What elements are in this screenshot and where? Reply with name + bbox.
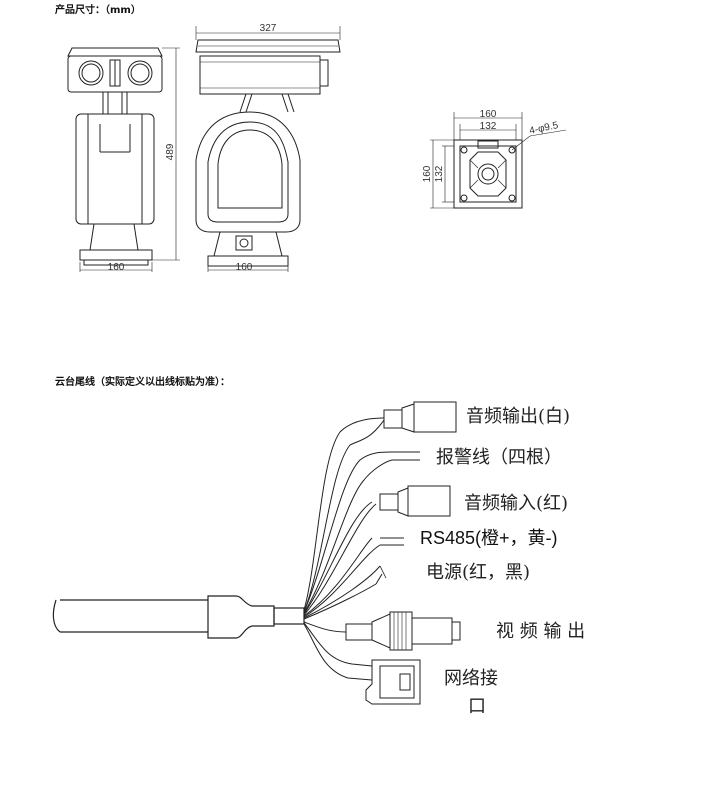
dim-side-width: 327 xyxy=(260,23,277,34)
dim-side-base: 160 xyxy=(236,262,253,273)
label-video-out: 视 频 输 出 xyxy=(496,621,585,642)
dim-top-inner: 132 xyxy=(480,121,497,132)
dim-hole-callout: 4-φ9.5 xyxy=(528,120,559,137)
base-top-view: 160 132 160 132 4-φ9.5 xyxy=(422,109,567,209)
label-power: 电源(红，黑) xyxy=(426,562,530,583)
side-view: 327 160 xyxy=(195,23,341,273)
label-audio-out: 音频输出(白) xyxy=(466,406,570,427)
label-network-line1: 网络接 xyxy=(444,668,498,689)
dim-top-side-outer: 160 xyxy=(422,165,433,182)
dimensions-title: 产品尺寸：（mm） xyxy=(55,5,141,16)
front-view: 160 489 xyxy=(67,47,180,273)
label-alarm: 报警线（四根） xyxy=(436,447,562,468)
dim-top-side-inner: 132 xyxy=(434,165,445,182)
label-rs485: RS485(橙+，黄-) xyxy=(420,528,558,548)
label-audio-in: 音频输入(红) xyxy=(464,493,568,514)
cable-diagram xyxy=(52,401,461,705)
dim-front-width: 160 xyxy=(108,262,125,273)
dim-front-height: 489 xyxy=(165,143,176,160)
dim-top-outer: 160 xyxy=(480,109,497,120)
label-network-line2: 口 xyxy=(468,696,486,717)
cable-title: 云台尾线（实际定义以出线标贴为准）： xyxy=(55,377,230,388)
